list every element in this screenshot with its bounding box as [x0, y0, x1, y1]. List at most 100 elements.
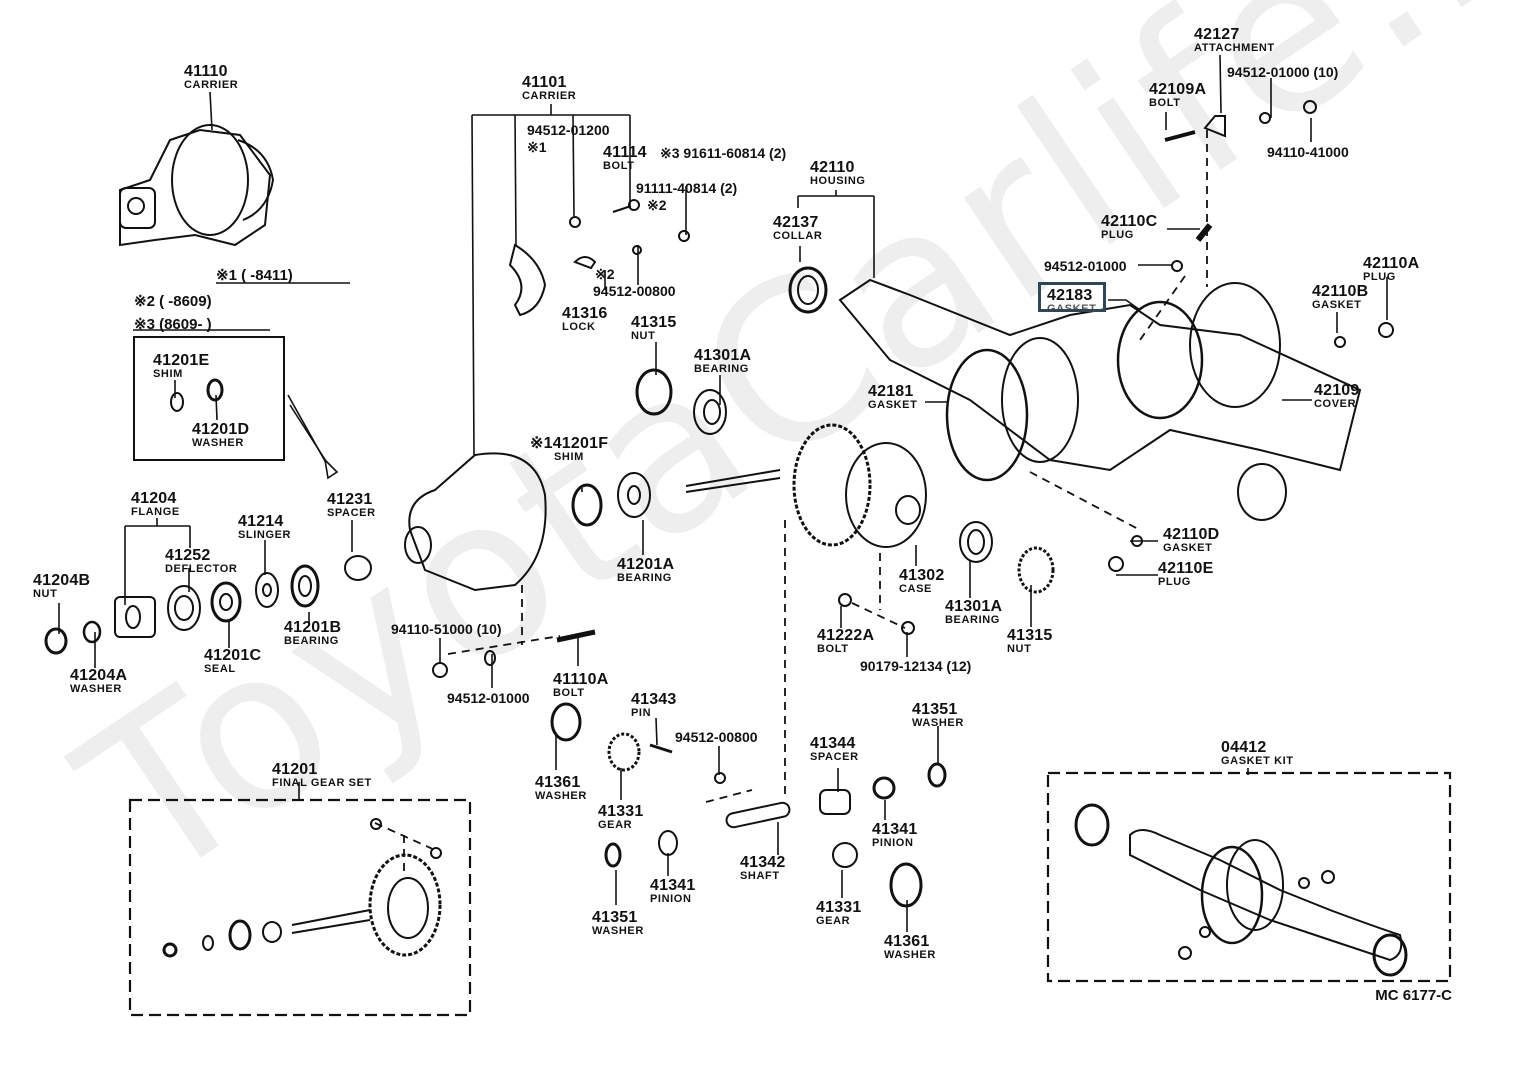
- part-number: 41301A: [694, 347, 752, 364]
- part-name: WASHER: [535, 790, 587, 802]
- part-name: HOUSING: [810, 175, 866, 187]
- part-name: CARRIER: [522, 90, 577, 102]
- std-part-label[interactable]: 94512-01000: [447, 690, 530, 706]
- part-number: 41315: [631, 314, 677, 331]
- final-gear-set-box: [128, 798, 472, 1017]
- part-name: BOLT: [553, 687, 585, 699]
- part-name: BEARING: [945, 614, 1000, 626]
- part-name: BOLT: [603, 160, 635, 172]
- std-part-label[interactable]: 94512-01200: [527, 122, 610, 138]
- part-name: WASHER: [884, 949, 936, 961]
- part-number: 41204B: [33, 572, 91, 589]
- std-part-label[interactable]: 90179-12134 (12): [860, 658, 972, 674]
- std-part-label[interactable]: 94512-00800: [675, 729, 758, 745]
- std-part-label[interactable]: 94110-41000: [1267, 144, 1349, 160]
- part-number: 41342: [740, 854, 786, 871]
- part-name: CASE: [899, 583, 932, 595]
- std-part-label[interactable]: 94512-01000: [1044, 258, 1127, 274]
- part-number: 41110: [184, 63, 228, 80]
- part-number: ※141201F: [530, 435, 609, 452]
- part-name: BEARING: [284, 635, 339, 647]
- std-part-label[interactable]: ※3 91611-60814 (2): [660, 145, 787, 161]
- part-number: 41361: [884, 933, 930, 950]
- highlight-box-42183[interactable]: [1038, 282, 1106, 312]
- part-number: 42181: [868, 383, 914, 400]
- part-number: 41316: [562, 305, 608, 322]
- std-part-label[interactable]: 91111-40814 (2): [636, 180, 738, 196]
- part-number: 41101: [522, 74, 567, 91]
- part-name: BOLT: [817, 643, 849, 655]
- part-number: 41341: [650, 877, 696, 894]
- part-number: 41231: [327, 491, 373, 508]
- part-name: SHIM: [554, 451, 584, 463]
- part-number: 41344: [810, 735, 856, 752]
- std-part-label[interactable]: 94110-51000 (10): [391, 621, 502, 637]
- part-name: BEARING: [617, 572, 672, 584]
- part-name: FINAL GEAR SET: [272, 777, 372, 789]
- part-name: PLUG: [1363, 271, 1396, 283]
- part-number: 41201A: [617, 556, 675, 573]
- part-number: 42110E: [1158, 560, 1214, 577]
- part-number: 42127: [1194, 26, 1240, 43]
- gasket-kit-drawing: [1074, 803, 1408, 977]
- note-3: ※3 (8609- ): [134, 316, 212, 333]
- part-name: PLUG: [1101, 229, 1134, 241]
- part-name: SHIM: [153, 368, 183, 380]
- part-number: 41252: [165, 547, 211, 564]
- part-number: 41302: [899, 567, 945, 584]
- std-part-label[interactable]: 94512-01000 (10): [1227, 64, 1339, 80]
- leader-lines: [58, 54, 1388, 932]
- std-part-label[interactable]: 94512-00800: [593, 283, 676, 299]
- part-name: GASKET: [1312, 299, 1362, 311]
- part-name: PLUG: [1158, 576, 1191, 588]
